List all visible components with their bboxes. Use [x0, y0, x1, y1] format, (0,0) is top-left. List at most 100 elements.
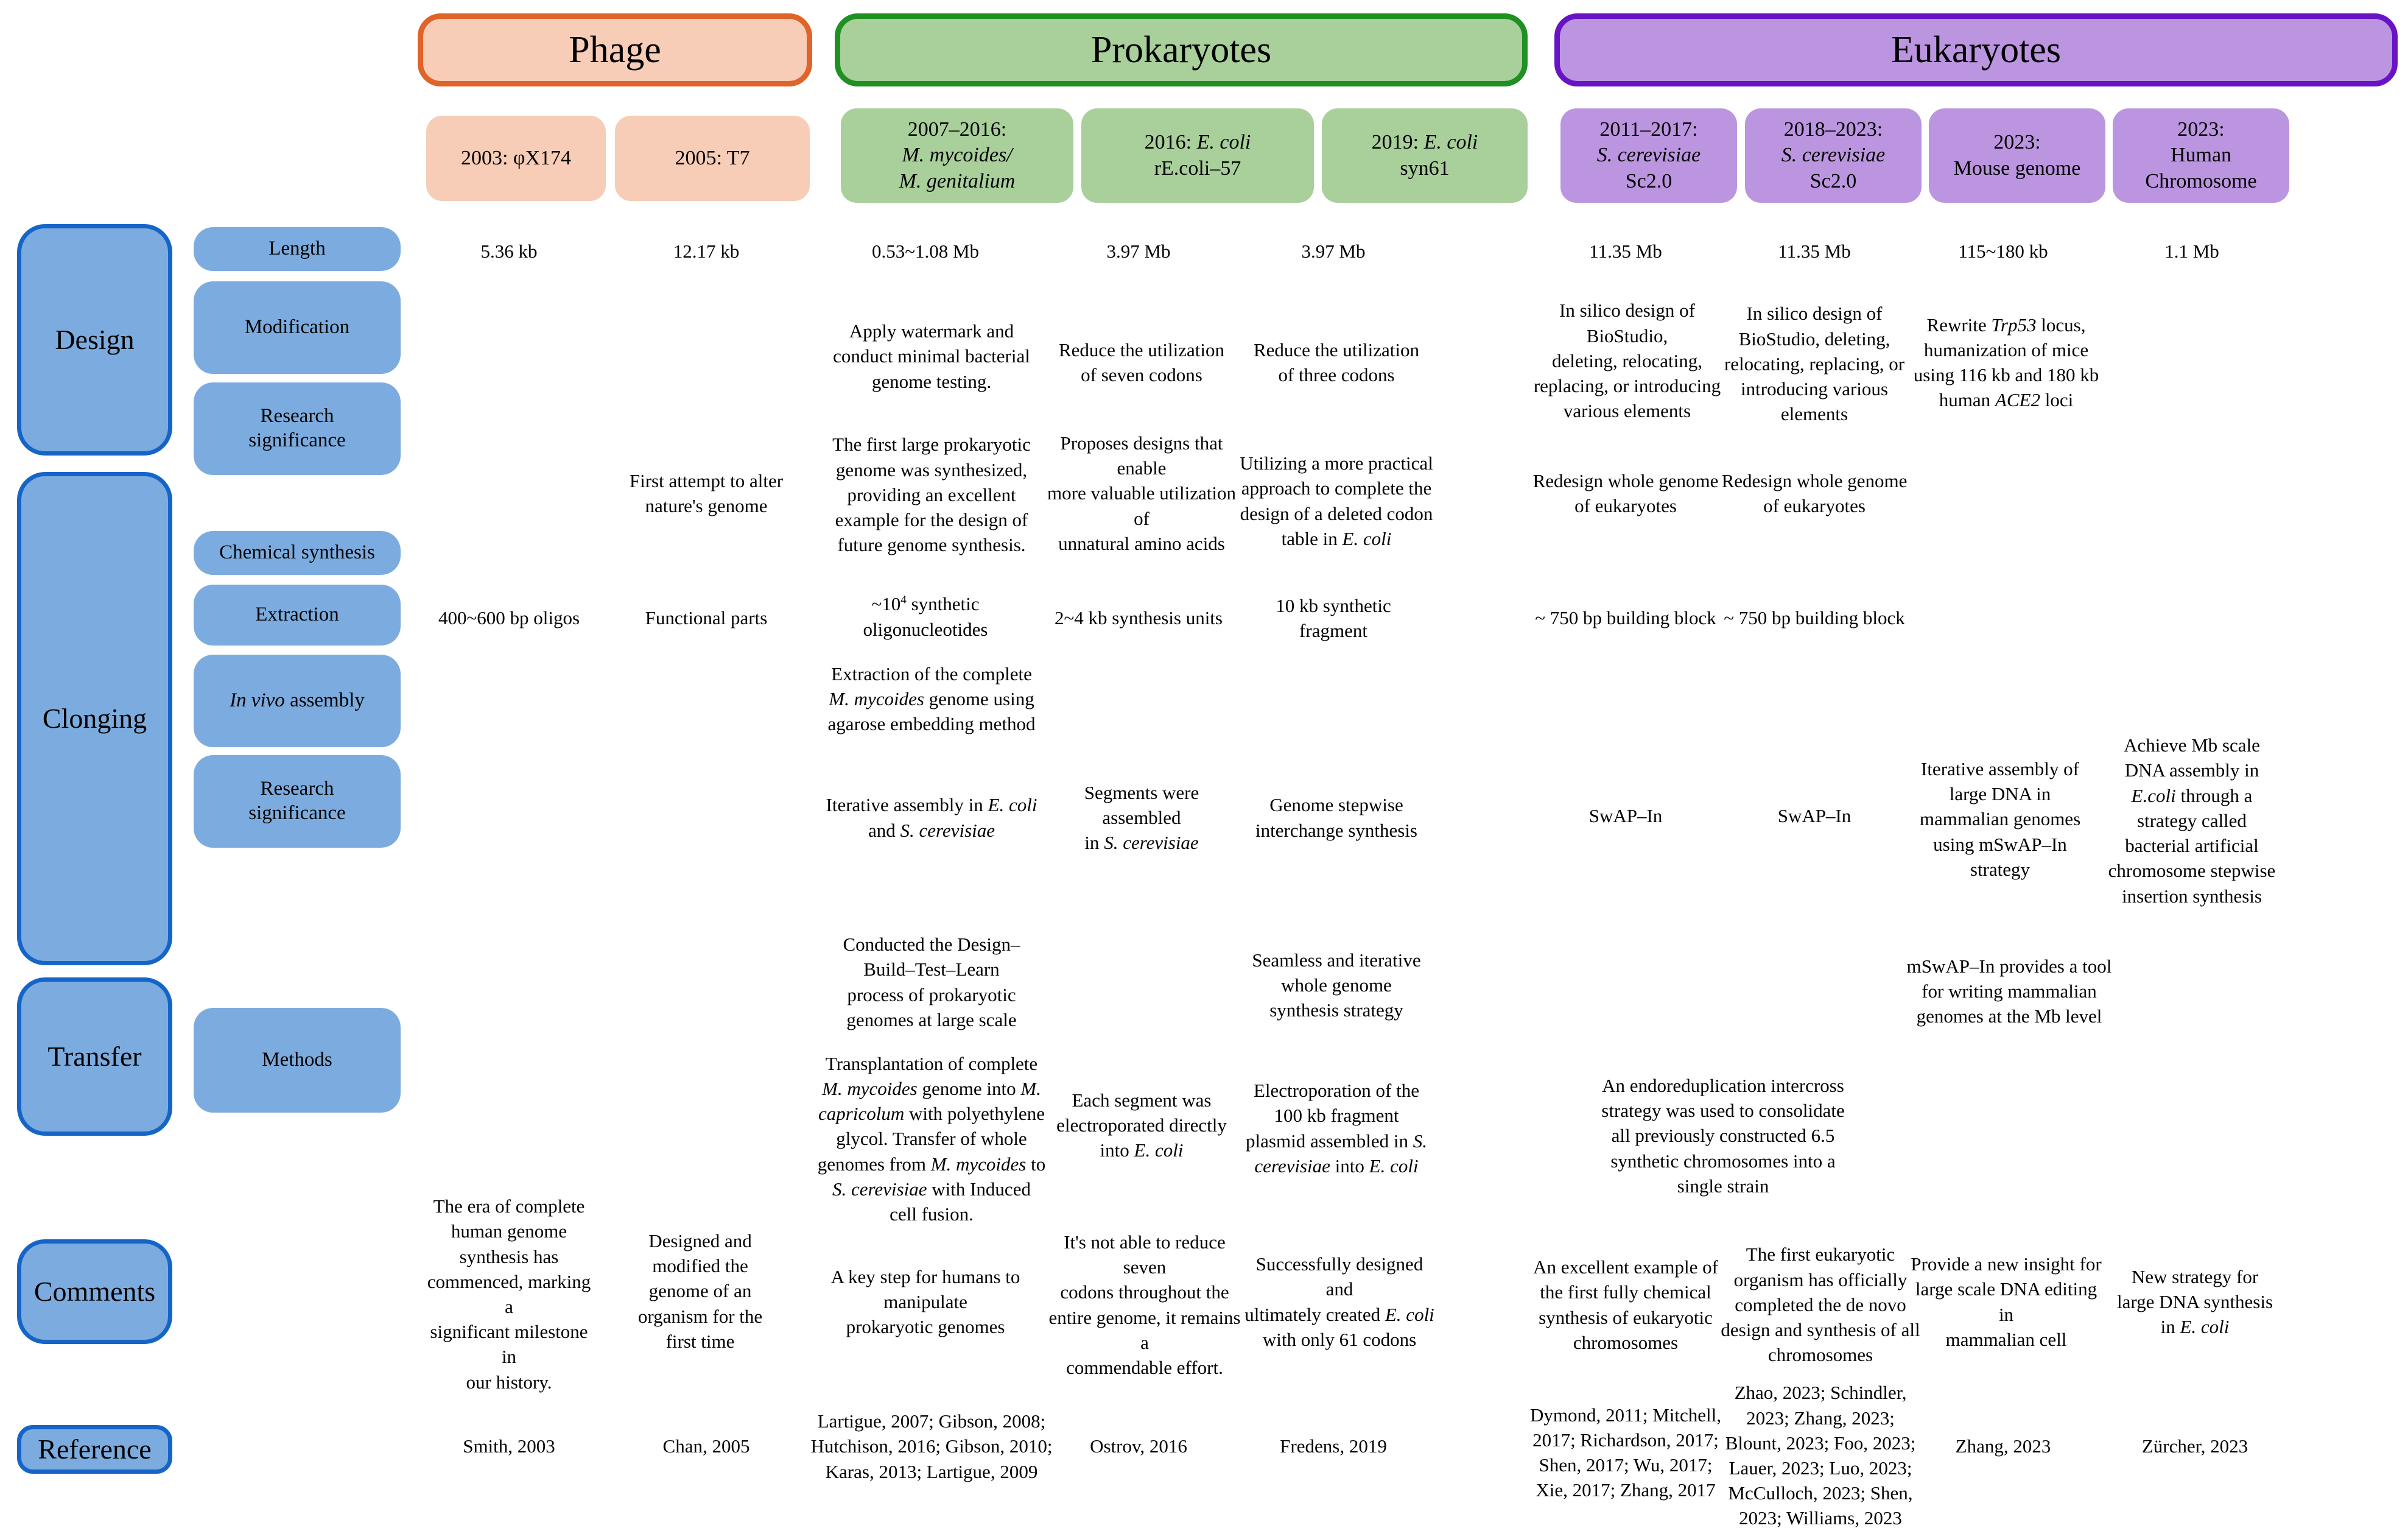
cell-text: The era of complete human genome synthes…	[427, 1195, 591, 1393]
row-label-length[interactable]: Length	[194, 227, 401, 271]
stage-pill-transfer[interactable]: Transfer	[17, 977, 172, 1136]
table-cell: Rewrite Trp53 locus,humanization of mice…	[1909, 308, 2104, 417]
table-cell: 0.53~1.08 Mb	[871, 241, 980, 262]
stage-pill-comments[interactable]: Comments	[17, 1239, 172, 1344]
table-cell: First attempt to alter nature's genome	[609, 463, 804, 524]
table-cell: Designed and modified the genome of an o…	[615, 1230, 785, 1352]
stage-pill-label: Reference	[38, 1433, 152, 1465]
row-label-text: Modification	[244, 316, 350, 339]
table-cell: An excellent example of the first fully …	[1525, 1248, 1726, 1361]
table-cell: Genome stepwise interchange synthesis	[1239, 786, 1434, 850]
table-cell: 10 kb synthetic fragment	[1276, 594, 1391, 641]
cell-text: Apply watermark and conduct minimal bact…	[833, 320, 1030, 392]
cell-text: Lartigue, 2007; Gibson, 2008; Hutchison,…	[810, 1410, 1053, 1482]
cell-text: Zhao, 2023; Schindler, 2023; Zhang, 2023…	[1725, 1382, 1916, 1529]
column-header-c9: 2023: Human Chromosome	[2113, 108, 2289, 203]
group-header-eukaryotes: Eukaryotes	[1554, 13, 2398, 86]
row-label-text: In vivo assembly	[230, 689, 365, 712]
stage-pill-label: Transfer	[47, 1040, 142, 1072]
group-header-label: Phage	[569, 29, 661, 71]
table-cell: Redesign whole genome of eukaryotes	[1528, 463, 1723, 524]
stage-pill-label: Comments	[33, 1275, 156, 1307]
group-header-phage: Phage	[418, 13, 812, 86]
table-cell: 11.35 Mb	[1778, 241, 1851, 262]
cell-text: In silico design of BioStudio, deleting,…	[1724, 303, 1905, 425]
row-label-text: Length	[269, 238, 326, 260]
cell-text: Dymond, 2011; Mitchell, 2017; Richardson…	[1530, 1404, 1721, 1501]
cell-text: mSwAP–In provides a tool for writing mam…	[1906, 955, 2112, 1027]
table-cell: Dymond, 2011; Mitchell, 2017; Richardson…	[1522, 1395, 1729, 1510]
stage-pill-design[interactable]: Design	[17, 224, 172, 456]
table-cell: SwAP–In	[1588, 805, 1663, 827]
cell-text: The first large prokaryotic genome was s…	[832, 434, 1031, 556]
column-header-c1: 2003: φX174	[426, 116, 606, 201]
cell-text: The first eukaryotic organism has offici…	[1721, 1244, 1920, 1366]
row-label-chemical-synthesis[interactable]: Chemical synthesis	[194, 531, 401, 575]
table-cell: An endoreduplication intercross strategy…	[1522, 1066, 1924, 1206]
table-cell: Reduce the utilization of three codons	[1239, 332, 1434, 393]
column-header-label: 2023: Mouse genome	[1953, 131, 2081, 180]
row-label-in-vivo-assembly[interactable]: In vivo assembly	[194, 655, 401, 747]
column-header-c8: 2023: Mouse genome	[1929, 108, 2105, 203]
group-header-prokaryotes: Prokaryotes	[835, 13, 1528, 86]
table-cell: Iterative assembly of large DNA in mamma…	[1909, 749, 2091, 889]
row-label-extraction[interactable]: Extraction	[194, 585, 401, 646]
stage-pill-label: Clonging	[42, 702, 147, 734]
cell-text: Proposes designs that enable more valuab…	[1047, 432, 1236, 554]
stage-pill-clonging[interactable]: Clonging	[17, 472, 172, 965]
table-cell: Apply watermark and conduct minimal bact…	[810, 314, 1053, 399]
table-cell: A key step for humans to manipulate prok…	[792, 1266, 1059, 1337]
column-header-label: 2023: Human Chromosome	[2145, 118, 2257, 192]
table-cell: The first eukaryotic organism has offici…	[1714, 1236, 1927, 1373]
table-cell: In silico design of BioStudio, deleting,…	[1720, 295, 1909, 432]
table-cell: 1.1 Mb	[2164, 241, 2219, 262]
column-header-c3: 2007–2016:M. mycoides/M. genitalium	[841, 108, 1073, 203]
cell-text: Reduce the utilization of three codons	[1253, 339, 1420, 385]
table-cell: It's not able to reduce seven codons thr…	[1041, 1231, 1248, 1378]
table-cell: Fredens, 2019	[1280, 1435, 1387, 1457]
table-cell: The first large prokaryotic genome was s…	[810, 426, 1053, 563]
table-cell: Proposes designs that enable more valuab…	[1038, 432, 1245, 554]
row-label-modification[interactable]: Modification	[194, 281, 401, 374]
cell-text: Rewrite Trp53 locus,humanization of mice…	[1913, 314, 2099, 411]
column-header-label: 2007–2016:M. mycoides/M. genitalium	[899, 118, 1016, 192]
table-cell: Functional parts	[645, 607, 768, 629]
table-cell: Ostrov, 2016	[1090, 1435, 1187, 1457]
table-cell: Lartigue, 2007; Gibson, 2008; Hutchison,…	[804, 1401, 1059, 1492]
cell-text: Provide a new insight for large scale DN…	[1911, 1253, 2102, 1350]
table-cell: Seamless and iterative whole genome synt…	[1239, 941, 1434, 1029]
table-cell: Smith, 2003	[463, 1435, 555, 1457]
group-header-label: Eukaryotes	[1891, 29, 2061, 71]
cell-text: Conducted the Design– Build–Test–Learn p…	[843, 934, 1020, 1030]
table-cell: Conducted the Design– Build–Test–Learn p…	[810, 926, 1053, 1038]
cell-text: Genome stepwise interchange synthesis	[1255, 794, 1417, 841]
cell-text: An excellent example of the first fully …	[1533, 1256, 1718, 1353]
cell-text: Iterative assembly of large DNA in mamma…	[1919, 758, 2081, 880]
cell-text: Redesign whole genome of eukaryotes	[1532, 470, 1719, 516]
row-label-methods[interactable]: Methods	[194, 1008, 401, 1113]
table-cell: Zürcher, 2023	[2141, 1435, 2248, 1457]
table-cell: The era of complete human genome synthes…	[418, 1195, 600, 1393]
stage-pill-reference[interactable]: Reference	[17, 1425, 172, 1474]
row-label-text: Extraction	[255, 604, 339, 626]
